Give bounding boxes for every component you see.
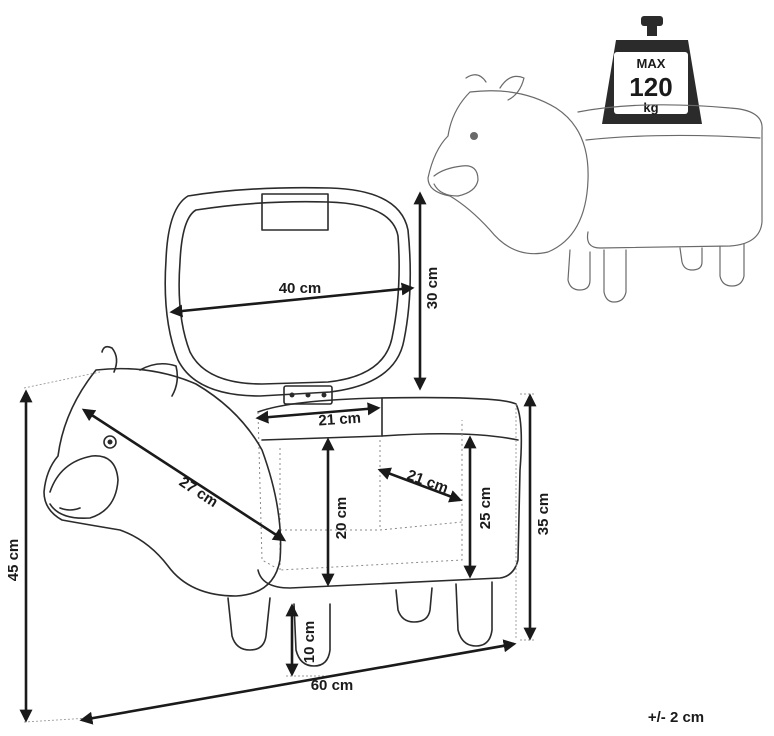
tolerance-label: +/- 2 cm — [648, 709, 704, 726]
compartment-width-label: 21 cm — [318, 410, 362, 430]
total-length-label: 60 cm — [311, 677, 354, 694]
weight-label-value: 120 — [629, 72, 672, 102]
lid-width-label: 40 cm — [279, 280, 322, 297]
reference-stool-illustration — [427, 74, 763, 303]
total-length-arrow — [79, 639, 517, 725]
weight-label-max: MAX — [637, 56, 666, 71]
compartment-depth-arrow — [377, 467, 463, 503]
head-length-arrow — [81, 408, 287, 542]
body-height-label: 25 cm — [477, 487, 494, 530]
lid-height-label: 30 cm — [424, 267, 441, 310]
compartment-height-label: 20 cm — [333, 497, 350, 540]
leg-height-label: 10 cm — [301, 621, 318, 664]
seat-height-label: 35 cm — [535, 493, 552, 536]
dimension-labels: 40 cm 30 cm 21 cm 21 cm 20 cm 27 cm 25 c… — [5, 267, 704, 726]
lid-width-arrow — [169, 282, 415, 318]
head-length-label: 27 cm — [176, 474, 221, 511]
weight-icon: MAX 120 kg — [602, 16, 702, 124]
main-stool-illustration — [43, 186, 523, 667]
dimension-arrows — [19, 191, 537, 725]
weight-label-unit: kg — [643, 100, 658, 115]
total-height-label: 45 cm — [5, 539, 22, 582]
compartment-depth-label: 21 cm — [405, 467, 451, 498]
